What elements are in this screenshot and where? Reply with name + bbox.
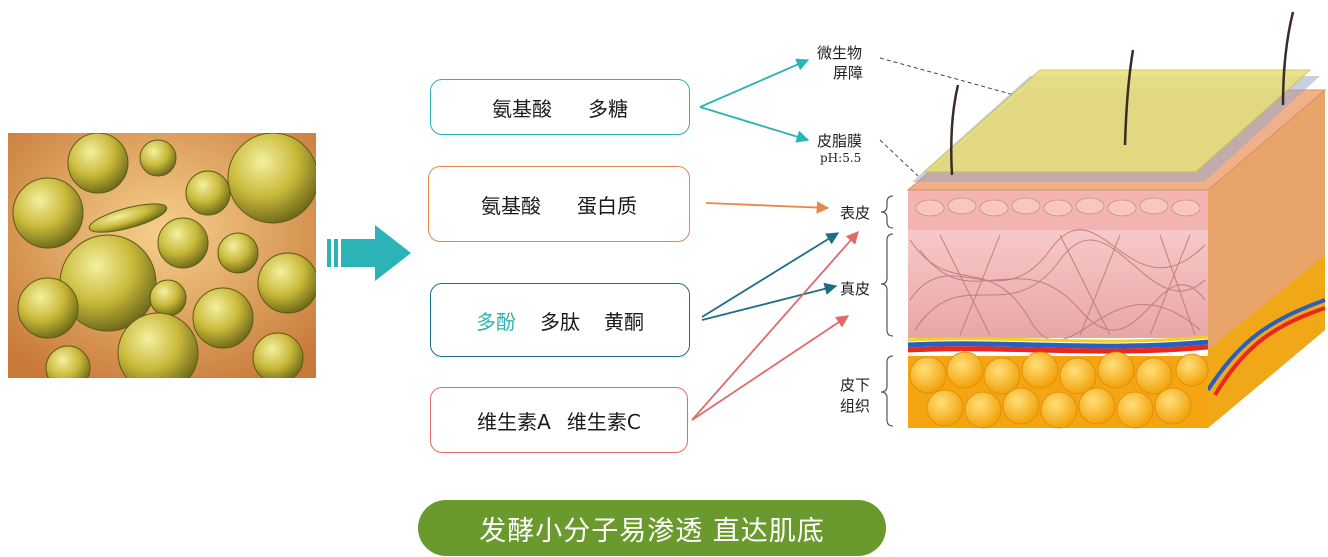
ingredient-box-4: 维生素A 维生素C <box>430 387 688 453</box>
microbe-image <box>8 133 316 378</box>
ingredient-box-3: 多酚 多肽 黄酮 <box>430 283 690 357</box>
skin-illustration <box>906 11 1327 429</box>
banner: 发酵小分子易渗透 直达肌底 <box>418 500 886 556</box>
ingredient-vitamin-a: 维生素A <box>477 409 551 434</box>
arrow-right-icon <box>327 225 411 281</box>
ingredient-polyphenol: 多酚 <box>476 309 516 334</box>
ingredient-vitamin-c: 维生素C <box>566 409 641 434</box>
label-subcutaneous-2: 组织 <box>840 397 871 415</box>
label-sebum-film: 皮脂膜 <box>817 132 863 150</box>
label-microbial-barrier-2: 屏障 <box>833 64 864 82</box>
ingredient-amino-acid: 氨基酸 <box>481 193 541 218</box>
ingredient-amino-acid: 氨基酸 <box>492 96 552 121</box>
ingredient-protein: 蛋白质 <box>577 193 637 218</box>
label-subcutaneous-1: 皮下 <box>840 376 871 394</box>
ingredient-box-1: 氨基酸 多糖 <box>430 79 690 135</box>
label-ph: pH:5.5 <box>820 151 862 165</box>
ingredient-flavonoid: 黄酮 <box>604 309 644 334</box>
label-epidermis: 表皮 <box>840 204 871 222</box>
label-dermis: 真皮 <box>840 280 871 298</box>
ingredient-polysaccharide: 多糖 <box>588 96 628 121</box>
ingredient-polypeptide: 多肽 <box>540 309 580 334</box>
banner-text: 发酵小分子易渗透 直达肌底 <box>479 515 825 547</box>
label-microbial-barrier-1: 微生物 <box>817 44 863 62</box>
ingredient-box-2: 氨基酸 蛋白质 <box>428 166 690 242</box>
